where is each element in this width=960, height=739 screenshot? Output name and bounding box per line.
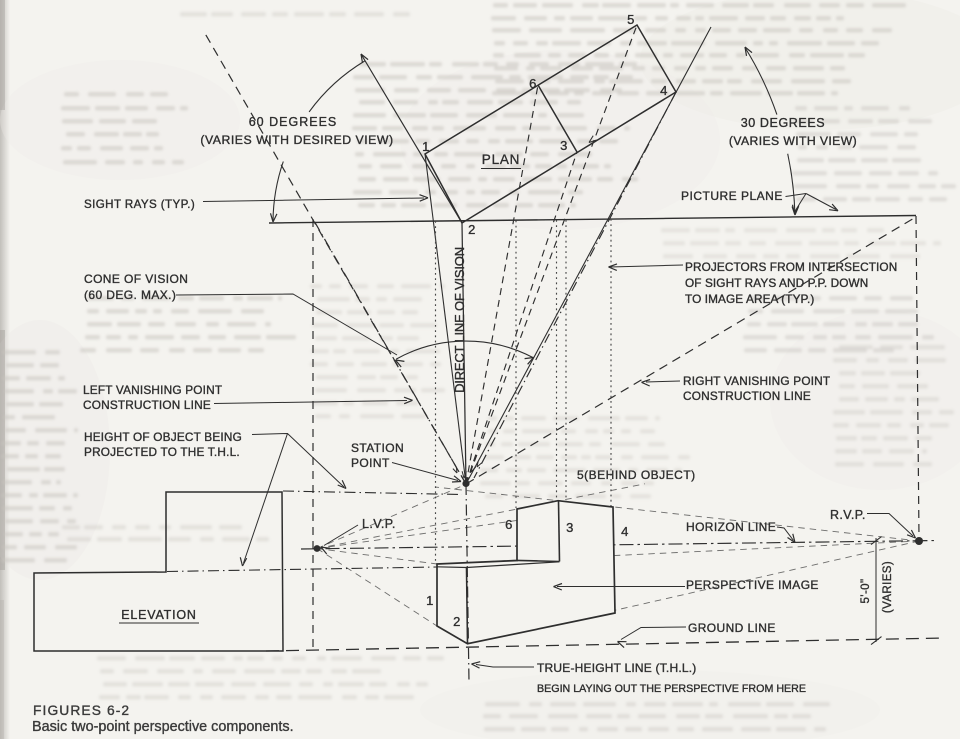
svg-text:(60 DEG. MAX.): (60 DEG. MAX.) [84,288,176,302]
svg-text:4: 4 [621,524,629,539]
svg-text:FIGURES 6-2: FIGURES 6-2 [33,703,130,718]
svg-text:PLAN: PLAN [482,152,520,167]
svg-text:PROJECTORS FROM INTERSECTION: PROJECTORS FROM INTERSECTION [685,260,897,274]
svg-text:5'-0": 5'-0" [860,579,872,604]
svg-text:(VARIES WITH VIEW): (VARIES WITH VIEW) [729,134,857,148]
svg-text:CONE OF VISION: CONE OF VISION [84,272,188,286]
svg-text:5(BEHIND OBJECT): 5(BEHIND OBJECT) [577,468,696,482]
svg-text:3: 3 [566,520,574,535]
svg-text:RIGHT VANISHING POINT: RIGHT VANISHING POINT [683,374,830,388]
svg-text:BEGIN LAYING OUT THE PERSPECTI: BEGIN LAYING OUT THE PERSPECTIVE FROM HE… [537,683,806,695]
svg-text:3: 3 [560,138,568,153]
svg-text:TO IMAGE AREA (TYP.): TO IMAGE AREA (TYP.) [685,292,814,306]
svg-text:SIGHT RAYS (TYP.): SIGHT RAYS (TYP.) [84,198,195,211]
svg-text:60 DEGREES: 60 DEGREES [249,115,338,129]
svg-text:6: 6 [505,517,513,532]
svg-text:POINT: POINT [351,456,390,470]
svg-text:PERSPECTIVE IMAGE: PERSPECTIVE IMAGE [686,578,819,592]
svg-text:(VARIES): (VARIES) [882,561,894,613]
svg-text:ELEVATION: ELEVATION [121,608,197,622]
svg-text:2: 2 [453,614,461,629]
svg-text:LEFT VANISHING POINT: LEFT VANISHING POINT [83,383,222,397]
svg-text:(VARIES WITH DESIRED VIEW): (VARIES WITH DESIRED VIEW) [200,133,393,147]
svg-text:GROUND LINE: GROUND LINE [688,621,776,635]
svg-text:PICTURE PLANE: PICTURE PLANE [681,189,783,203]
svg-text:5: 5 [627,12,635,27]
svg-text:R.V.P.: R.V.P. [830,508,866,522]
svg-text:2: 2 [468,222,476,237]
svg-text:OF SIGHT RAYS AND P.P. DOWN: OF SIGHT RAYS AND P.P. DOWN [685,276,868,290]
svg-text:PROJECTED TO THE T.H.L.: PROJECTED TO THE T.H.L. [84,445,240,459]
svg-text:DIRECT LINE OF VISION: DIRECT LINE OF VISION [452,247,467,393]
svg-text:CONSTRUCTION LINE: CONSTRUCTION LINE [83,398,211,412]
svg-text:1: 1 [426,593,434,608]
svg-text:STATION: STATION [351,441,404,455]
svg-text:1: 1 [422,139,430,154]
svg-text:HEIGHT OF OBJECT BEING: HEIGHT OF OBJECT BEING [84,430,242,444]
svg-text:HORIZON LINE: HORIZON LINE [686,520,776,534]
svg-text:TRUE-HEIGHT LINE (T.H.L.): TRUE-HEIGHT LINE (T.H.L.) [537,661,696,675]
svg-text:Basic two-point perspective co: Basic two-point perspective components. [32,719,294,735]
svg-text:30 DEGREES: 30 DEGREES [741,116,826,130]
svg-text:L.V.P.: L.V.P. [362,517,396,531]
svg-text:4: 4 [660,83,668,98]
svg-text:6: 6 [529,76,537,91]
svg-text:CONSTRUCTION LINE: CONSTRUCTION LINE [683,389,811,403]
